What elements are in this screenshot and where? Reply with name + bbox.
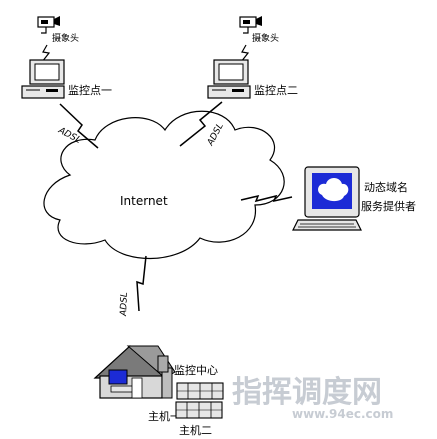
adsl-link-ddns — [240, 194, 293, 203]
ddns-label-line-2: 服务提供者 — [361, 199, 416, 213]
server-rack-icon — [176, 382, 224, 400]
monitor-point-1-label: 监控点一 — [68, 83, 112, 97]
lightning-link-icon — [179, 101, 223, 147]
host-2-label: 主机二 — [179, 423, 212, 437]
camera-icon — [37, 16, 60, 34]
watermark-title: 指挥调度网 — [232, 375, 382, 410]
monitor-point-1: 监控点一 — [21, 59, 112, 99]
host-2: 主机二 — [175, 401, 223, 437]
watermark: 指挥调度网 www.94ec.com — [232, 375, 393, 421]
lightning-link-icon — [136, 255, 147, 312]
internet-cloud: Internet — [43, 110, 285, 260]
computer-icon — [207, 59, 251, 99]
camera-1: 摄象头 — [37, 16, 79, 63]
wireless-link-icon — [240, 44, 250, 63]
camera-1-label: 摄象头 — [52, 32, 79, 44]
control-center: 监控中心 — [93, 345, 218, 399]
computer-icon — [292, 166, 362, 231]
control-center-label: 监控中心 — [174, 363, 218, 377]
host-1: 主机一 — [148, 382, 224, 423]
ddns-label-line-1: 动态域名 — [364, 180, 408, 194]
lightning-link-icon — [240, 194, 293, 203]
camera-2-label: 摄象头 — [252, 32, 279, 44]
adsl-link-bottom: ADSL — [119, 255, 147, 317]
internet-label: Internet — [120, 194, 168, 208]
lightning-link-icon — [59, 103, 99, 149]
adsl-left-label: ADSL — [56, 125, 83, 145]
computer-icon — [21, 59, 65, 99]
adsl-bottom-label: ADSL — [119, 292, 130, 317]
watermark-url: www.94ec.com — [292, 407, 393, 421]
monitor-point-2: 监控点二 — [207, 59, 298, 99]
server-rack-icon — [175, 401, 223, 419]
host-1-label: 主机一 — [148, 409, 181, 423]
camera-icon — [239, 16, 262, 34]
house-icon — [93, 345, 176, 399]
monitor-point-2-label: 监控点二 — [254, 83, 298, 97]
ddns-server: 动态域名 服务提供者 — [292, 166, 416, 231]
wireless-link-icon — [41, 44, 51, 63]
camera-2: 摄象头 — [239, 16, 279, 63]
